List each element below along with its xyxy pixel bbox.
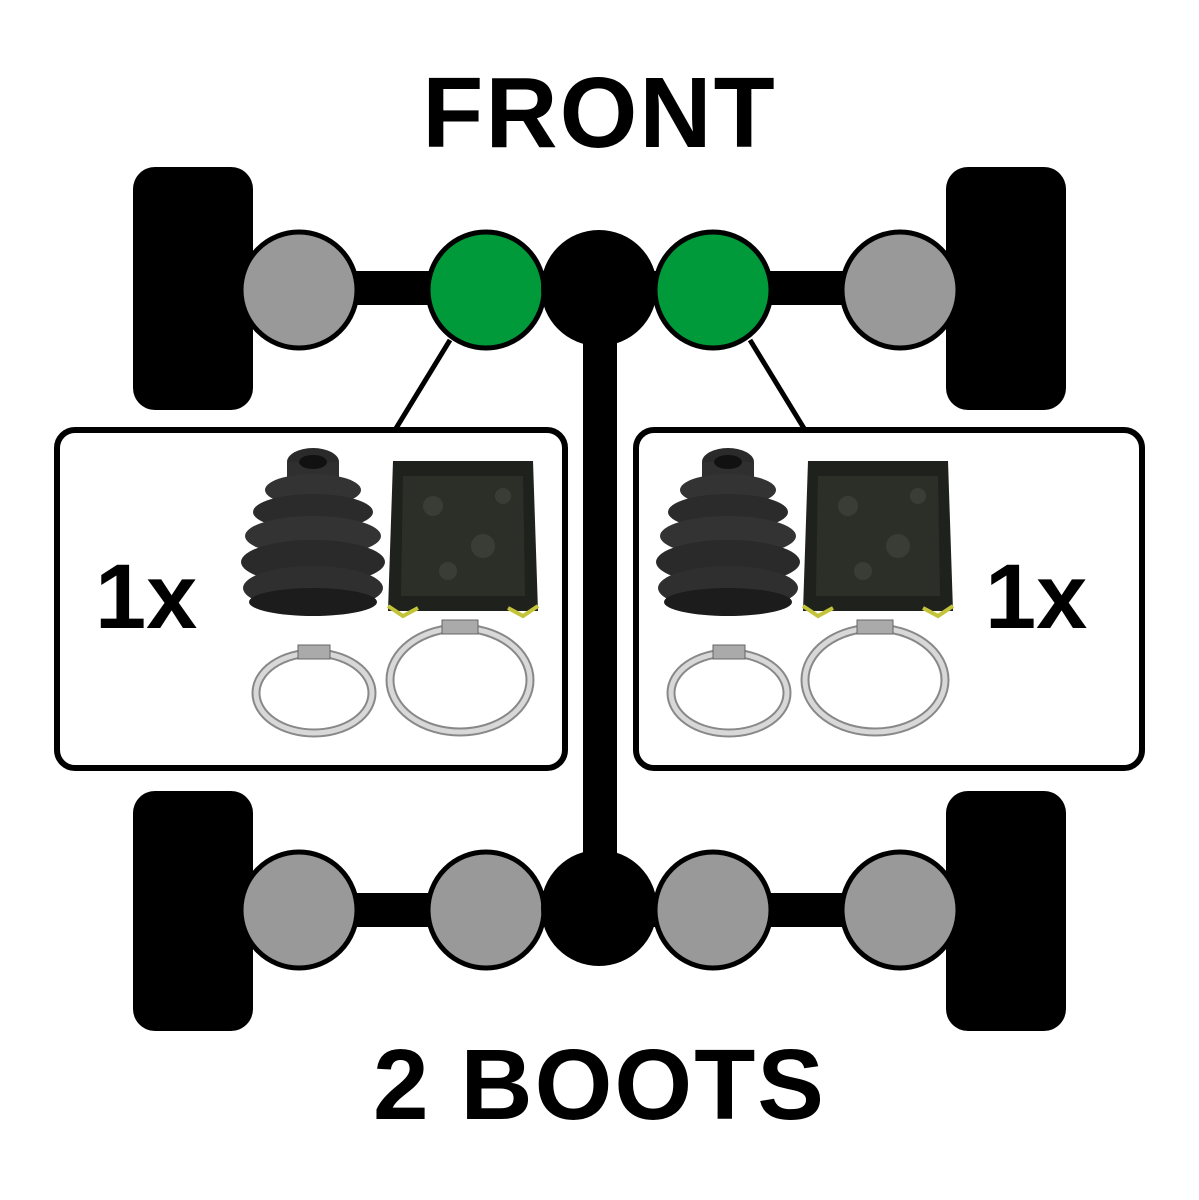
grease-packet-icon — [801, 459, 955, 618]
left-leader-line — [392, 338, 453, 432]
rear-left-wheel — [133, 791, 253, 1031]
front-right-wheel — [946, 167, 1066, 410]
front-left-outer-joint — [238, 229, 360, 351]
rear-left-inner-joint — [425, 849, 547, 971]
rear-left-outer-joint — [238, 849, 360, 971]
right-kit-box: 1x — [633, 427, 1145, 771]
front-right-inner-joint-highlight — [652, 229, 774, 351]
right-leader-line — [747, 338, 808, 432]
front-left-inner-joint-highlight — [425, 229, 547, 351]
front-axle — [133, 167, 1066, 410]
rear-differential — [541, 850, 657, 966]
left-kit-box: 1x — [54, 427, 568, 771]
front-right-outer-joint — [839, 229, 961, 351]
rear-right-wheel — [946, 791, 1066, 1031]
driveshaft — [583, 280, 617, 900]
rear-axle — [133, 791, 1066, 1031]
front-differential — [541, 230, 657, 346]
left-kit-quantity: 1x — [95, 546, 197, 648]
boot-count-label: 2 BOOTS — [373, 1029, 826, 1141]
rear-right-outer-joint — [839, 849, 961, 971]
grease-packet-icon — [386, 459, 540, 618]
right-kit-quantity: 1x — [985, 546, 1087, 648]
front-label: FRONT — [422, 57, 777, 169]
front-left-wheel — [133, 167, 253, 410]
rear-right-inner-joint — [652, 849, 774, 971]
